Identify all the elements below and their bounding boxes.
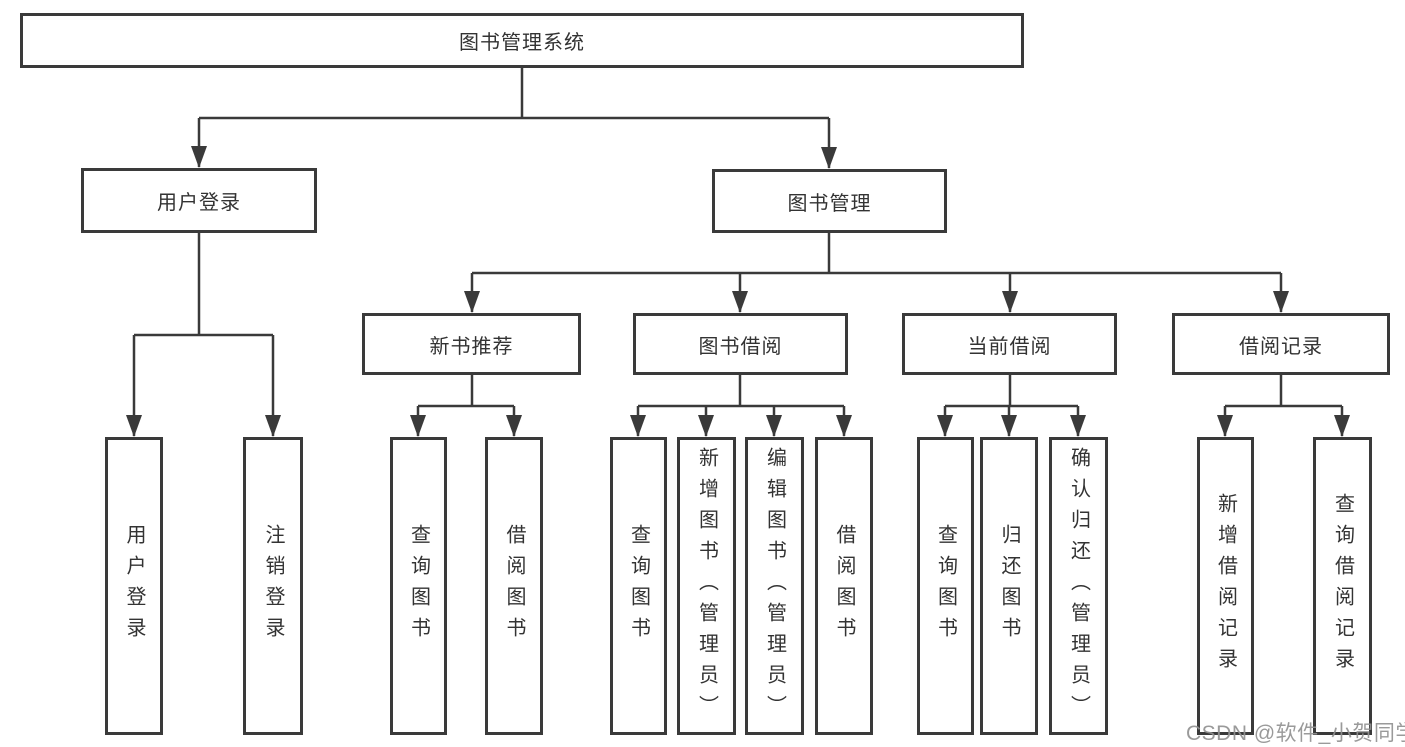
node-label: 图书借阅 <box>698 335 783 358</box>
node-label: 新书推荐 <box>429 335 514 358</box>
node-book-borrow: 图书借阅 <box>633 313 848 375</box>
connector-root <box>191 68 837 169</box>
leaf-label: 查询图书 <box>934 524 957 648</box>
connector-user-login <box>126 233 281 437</box>
leaf-label: 确认归还（管理员） <box>1067 446 1090 726</box>
leaf-return-books: 归还图书 <box>980 437 1038 735</box>
node-label: 借阅记录 <box>1239 335 1323 358</box>
leaf-borrow-books-recommend: 借阅图书 <box>485 437 543 735</box>
node-new-book-recommend: 新书推荐 <box>362 313 581 375</box>
leaf-query-borrow-record: 查询借阅记录 <box>1313 437 1372 735</box>
connector-book-borrow <box>630 375 852 437</box>
connector-borrow-records <box>1217 375 1350 437</box>
node-label: 图书管理系统 <box>459 32 585 54</box>
leaf-user-login: 用户登录 <box>105 437 163 735</box>
leaf-label: 借阅图书 <box>503 524 525 648</box>
leaf-label: 编辑图书（管理员） <box>763 446 786 726</box>
watermark-text: CSDN @软件_小贺同学 <box>1186 722 1405 745</box>
node-label: 图书管理 <box>787 192 872 215</box>
node-user-login: 用户登录 <box>81 168 317 233</box>
leaf-query-books-borrow: 查询图书 <box>610 437 667 735</box>
node-borrow-records: 借阅记录 <box>1172 313 1390 375</box>
node-root-library-system: 图书管理系统 <box>20 13 1024 68</box>
node-current-borrow: 当前借阅 <box>902 313 1117 375</box>
node-label: 用户登录 <box>157 192 241 214</box>
leaf-edit-books-admin: 编辑图书（管理员） <box>745 437 804 735</box>
connector-new-book-recommend <box>410 375 522 437</box>
node-label: 当前借阅 <box>967 335 1052 358</box>
leaf-confirm-return-admin: 确认归还（管理员） <box>1049 437 1108 735</box>
leaf-label: 查询图书 <box>627 524 650 648</box>
leaf-label: 注销登录 <box>262 524 284 648</box>
leaf-logout: 注销登录 <box>243 437 303 735</box>
leaf-label: 用户登录 <box>123 524 145 648</box>
leaf-label: 新增借阅记录 <box>1214 493 1237 679</box>
node-book-management: 图书管理 <box>712 169 947 233</box>
leaf-label: 借阅图书 <box>833 524 855 648</box>
leaf-label: 查询图书 <box>407 524 430 648</box>
leaf-borrow-books: 借阅图书 <box>815 437 873 735</box>
leaf-query-books-current: 查询图书 <box>917 437 974 735</box>
leaf-query-books-recommend: 查询图书 <box>390 437 447 735</box>
leaf-label: 新增图书（管理员） <box>695 446 718 726</box>
connector-current-borrow <box>937 375 1086 437</box>
leaf-label: 查询借阅记录 <box>1331 493 1354 679</box>
leaf-add-books-admin: 新增图书（管理员） <box>677 437 736 735</box>
leaf-label: 归还图书 <box>998 524 1020 648</box>
connector-book-management <box>464 233 1289 313</box>
leaf-add-borrow-record: 新增借阅记录 <box>1197 437 1254 735</box>
